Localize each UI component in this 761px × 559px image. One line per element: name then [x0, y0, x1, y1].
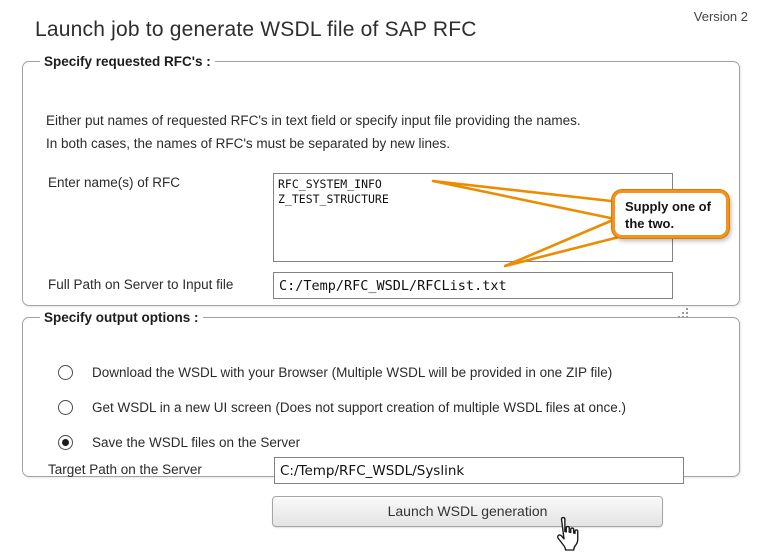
- requested-rfcs-legend: Specify requested RFC's :: [44, 54, 211, 69]
- radio-save-on-server[interactable]: [58, 434, 73, 450]
- input-file-path-field[interactable]: [273, 272, 673, 299]
- input-file-label: Full Path on Server to Input file: [48, 277, 234, 292]
- version-label: Version 2: [693, 9, 748, 24]
- instruction-line-2: In both cases, the names of RFC's must b…: [46, 136, 451, 151]
- supply-callout: Supply one of the two.: [612, 190, 729, 238]
- textarea-resize-grip[interactable]: [678, 308, 688, 318]
- target-path-field[interactable]: [274, 457, 684, 484]
- radio-new-ui-screen[interactable]: [58, 399, 73, 415]
- requested-rfcs-section: Specify requested RFC's : Either put nam…: [22, 54, 740, 318]
- option-save-on-server[interactable]: Save the WSDL files on the Server: [58, 434, 300, 450]
- output-options-legend: Specify output options :: [44, 310, 199, 325]
- radio-label: Download the WSDL with your Browser (Mul…: [92, 364, 613, 380]
- rfc-names-label: Enter name(s) of RFC: [48, 175, 181, 190]
- option-new-ui-screen[interactable]: Get WSDL in a new UI screen (Does not su…: [58, 399, 626, 415]
- target-path-label: Target Path on the Server: [48, 462, 202, 477]
- page-title: Launch job to generate WSDL file of SAP …: [35, 18, 477, 41]
- radio-label: Get WSDL in a new UI screen (Does not su…: [92, 399, 626, 415]
- radio-label: Save the WSDL files on the Server: [92, 434, 301, 450]
- radio-download-browser[interactable]: [58, 364, 73, 380]
- option-download-browser[interactable]: Download the WSDL with your Browser (Mul…: [58, 364, 612, 380]
- instruction-line-1: Either put names of requested RFC's in t…: [46, 113, 581, 128]
- output-options-section: Specify output options : Download the WS…: [22, 310, 740, 484]
- launch-wsdl-button[interactable]: Launch WSDL generation: [272, 496, 663, 527]
